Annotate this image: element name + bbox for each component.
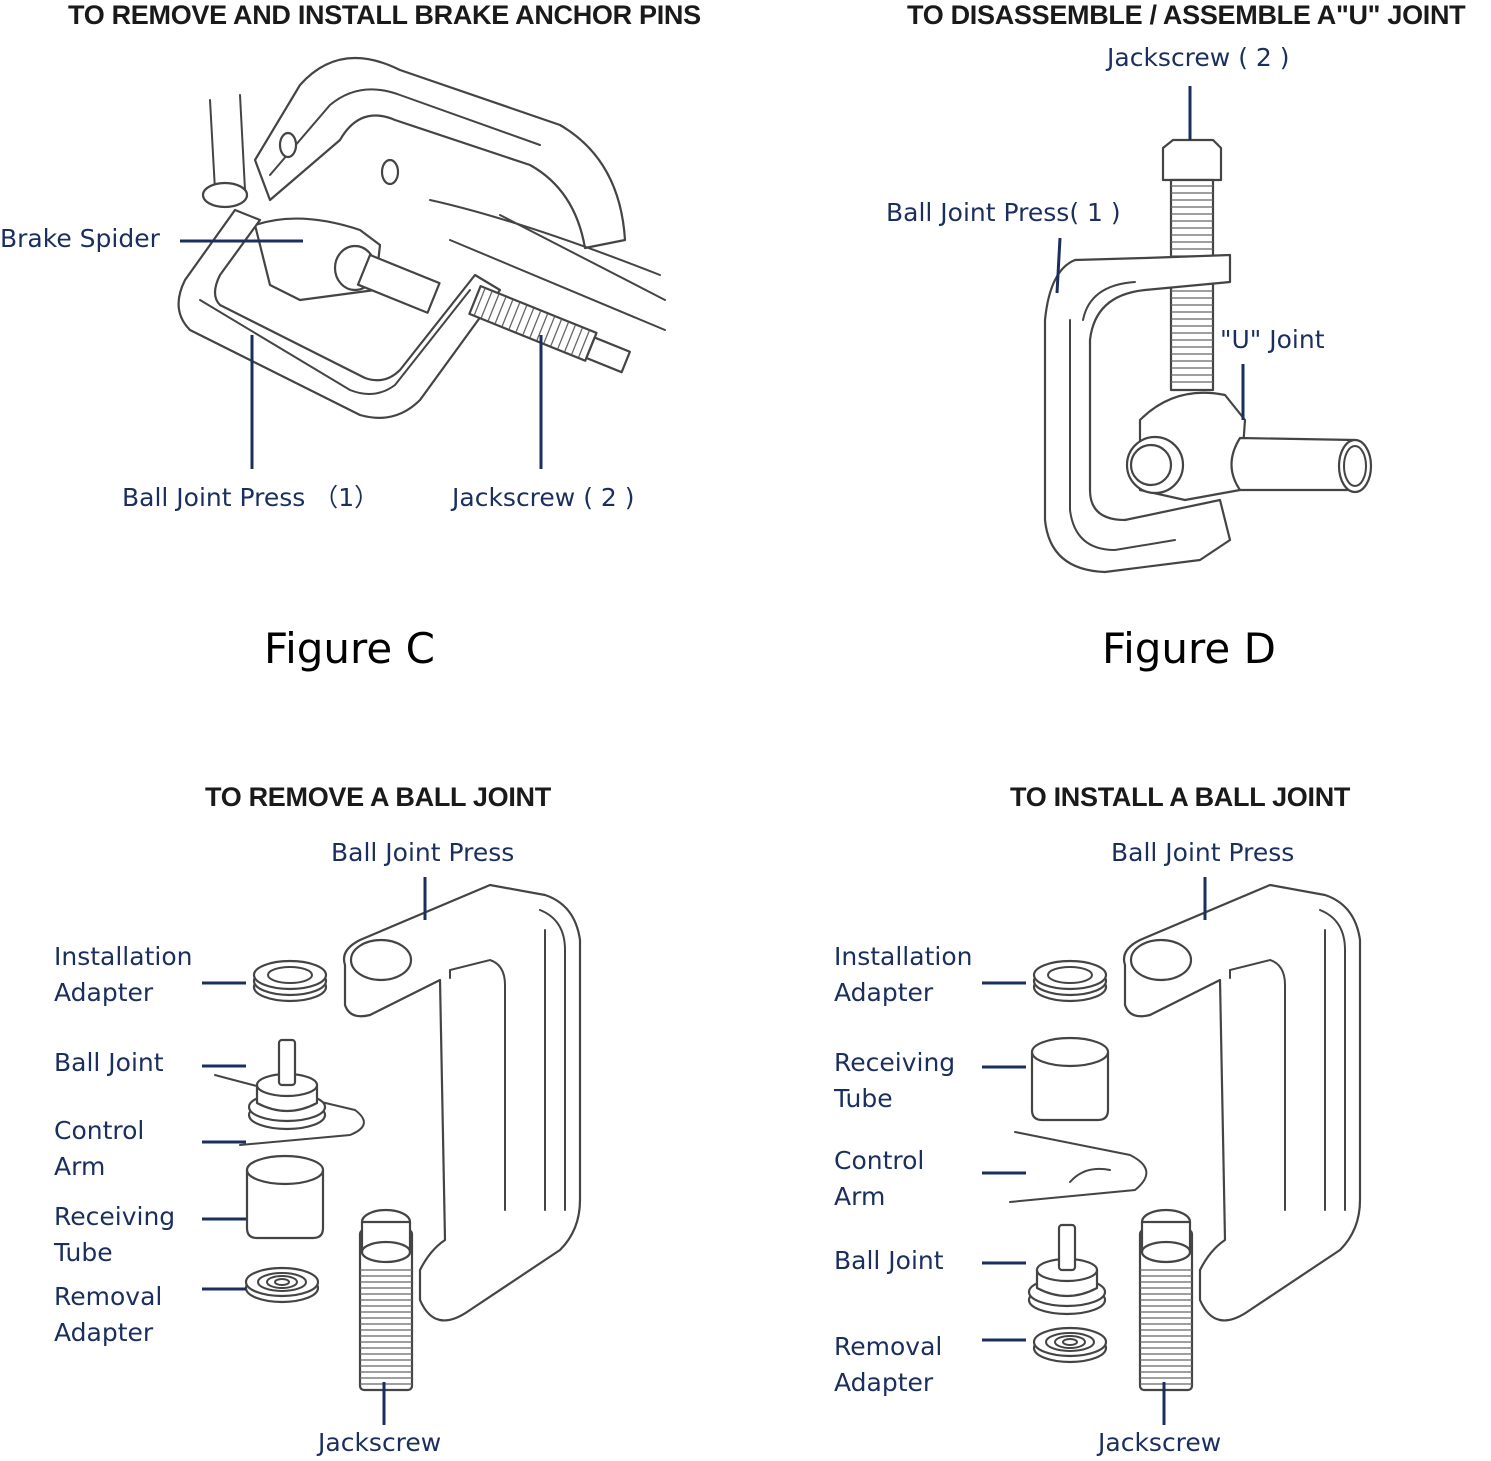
receiving-tube-label-i: Receiving Tube	[834, 1048, 956, 1113]
ball-joint-label-r: Ball Joint	[54, 1048, 164, 1077]
jackscrew-inner-threads	[356, 253, 441, 314]
jackscrew-threads	[468, 284, 631, 374]
figure-c-caption: Figure C	[264, 624, 435, 673]
ball-joint-press-frame	[177, 208, 502, 419]
control-arm-label-i: Control Arm	[834, 1146, 925, 1211]
removal-adapter-part	[1032, 1326, 1108, 1364]
receiving-tube-part	[1030, 1036, 1110, 1122]
ball-joint-press-label-i: Ball Joint Press	[1111, 838, 1295, 867]
control-arm-part	[214, 1074, 365, 1146]
brake-anchor-illustration	[177, 56, 666, 469]
figure-c-panel: TO REMOVE AND INSTALL BRAKE ANCHOR PINS	[0, 0, 745, 700]
ball-joint-part	[247, 1038, 327, 1131]
receiving-tube-label-r: Receiving Tube	[54, 1202, 176, 1267]
jackscrew-label-c: Jackscrew ( 2 )	[452, 483, 635, 512]
installation-adapter-part	[1032, 959, 1108, 1003]
ball-joint-part	[1027, 1223, 1107, 1316]
jackscrew-part	[1138, 1208, 1194, 1392]
control-arm-label-r: Control Arm	[54, 1116, 145, 1181]
install-ball-joint-panel: TO INSTALL A BALL JOINT Ball Joint Press…	[780, 770, 1491, 1459]
ball-joint-press-label-r: Ball Joint Press	[331, 838, 515, 867]
jackscrew-part	[358, 1208, 414, 1392]
brake-spider-label: Brake Spider	[0, 224, 160, 253]
removal-adapter-part	[244, 1266, 320, 1304]
ball-joint-press-leader-d	[1055, 237, 1062, 294]
remove-ball-joint-illustration	[202, 877, 582, 1425]
ball-joint-press-frame	[1122, 883, 1362, 1392]
installation-adapter-label-r: Installation Adapter	[54, 942, 193, 1007]
install-ball-joint-title: TO INSTALL A BALL JOINT	[1010, 782, 1351, 812]
ball-joint-press-frame	[342, 883, 582, 1392]
installation-adapter-label-i: Installation Adapter	[834, 942, 973, 1007]
removal-adapter-label-i: Removal Adapter	[834, 1332, 943, 1397]
brake-shoe	[253, 56, 627, 250]
ball-joint-press-label-d: Ball Joint Press( 1 )	[886, 198, 1121, 227]
installation-adapter-part	[252, 959, 328, 1003]
receiving-tube-part	[245, 1154, 325, 1240]
ball-joint-press-label-c: Ball Joint Press （1）	[122, 483, 380, 512]
figure-d-title: TO DISASSEMBLE / ASSEMBLE A"U" JOINT	[907, 0, 1466, 30]
figure-d-caption: Figure D	[1102, 624, 1276, 673]
jackscrew-label-r: Jackscrew	[318, 1428, 442, 1457]
u-joint-part	[1125, 391, 1373, 502]
control-arm-part	[1009, 1131, 1148, 1203]
ball-joint-press-frame-d	[1043, 253, 1232, 574]
ball-joint-label-i: Ball Joint	[834, 1246, 944, 1275]
remove-ball-joint-panel: TO REMOVE A BALL JOINT Ball Joint Press …	[0, 770, 745, 1459]
install-ball-joint-illustration	[982, 877, 1362, 1425]
u-joint-illustration	[1043, 86, 1373, 574]
jackscrew-label-d: Jackscrew ( 2 )	[1107, 43, 1290, 72]
u-joint-label: "U" Joint	[1220, 325, 1325, 354]
jackscrew-label-i: Jackscrew	[1098, 1428, 1222, 1457]
figure-d-panel: TO DISASSEMBLE / ASSEMBLE A"U" JOINT Jac…	[745, 0, 1491, 700]
remove-ball-joint-title: TO REMOVE A BALL JOINT	[205, 782, 551, 812]
jackscrew-hex-head	[1161, 138, 1223, 182]
figure-c-title: TO REMOVE AND INSTALL BRAKE ANCHOR PINS	[68, 0, 701, 30]
removal-adapter-label-r: Removal Adapter	[54, 1282, 163, 1347]
